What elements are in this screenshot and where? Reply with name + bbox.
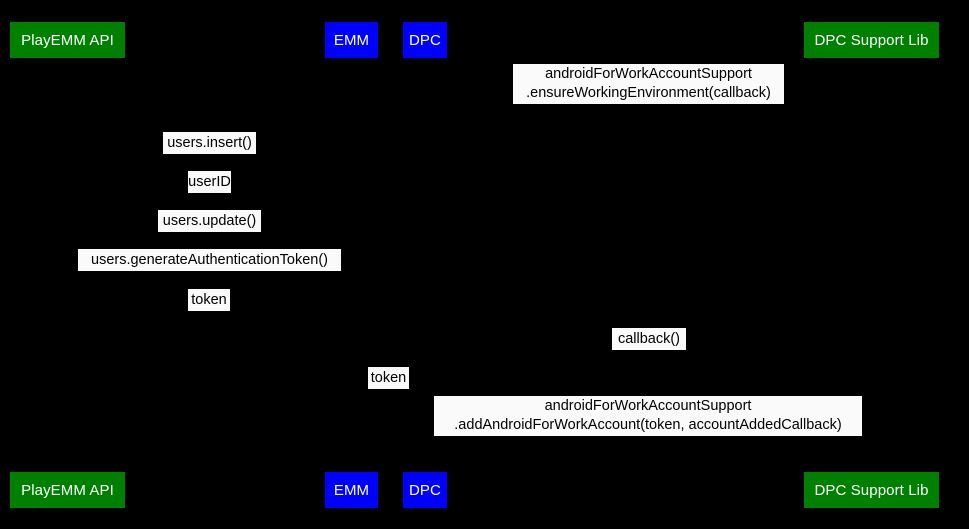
message-line-1: users.generateAuthenticationToken() — [91, 251, 328, 268]
message-callback: callback() — [612, 328, 686, 350]
participant-dpc-support-lib-bottom[interactable]: DPC Support Lib — [804, 472, 939, 508]
message-add-android-for-work-account: androidForWorkAccountSupport .addAndroid… — [434, 396, 862, 436]
participant-emm-bottom[interactable]: EMM — [325, 472, 378, 508]
participant-label: EMM — [333, 31, 370, 49]
message-line-1: users.insert() — [167, 134, 252, 151]
message-line-1: androidForWorkAccountSupport — [545, 66, 752, 82]
participant-label: EMM — [333, 481, 370, 499]
participant-playemm-api-bottom[interactable]: PlayEMM API — [10, 472, 125, 508]
message-line-1: callback() — [617, 330, 681, 347]
message-ensure-working-environment: androidForWorkAccountSupport .ensureWork… — [513, 64, 784, 104]
participant-label: DPC Support Lib — [814, 481, 929, 499]
participant-label: PlayEMM API — [21, 31, 114, 49]
message-line-1: token — [191, 291, 227, 308]
message-line-1: token — [370, 369, 407, 386]
message-token-to-dpc: token — [368, 367, 409, 389]
participant-playemm-api-top[interactable]: PlayEMM API — [10, 22, 125, 58]
participant-emm-top[interactable]: EMM — [325, 22, 378, 58]
message-line-1: users.update() — [162, 212, 257, 229]
message-users-update: users.update() — [158, 210, 261, 232]
message-line-1: androidForWorkAccountSupport — [544, 398, 752, 414]
message-line-2: .ensureWorkingEnvironment(callback) — [526, 85, 771, 101]
message-user-id: userID — [188, 171, 231, 193]
message-users-generate-authentication-token: users.generateAuthenticationToken() — [78, 249, 341, 271]
participant-label: PlayEMM API — [21, 481, 114, 499]
participant-dpc-bottom[interactable]: DPC — [403, 472, 447, 508]
message-token-to-emm: token — [188, 289, 230, 311]
message-line-2: .addAndroidForWorkAccount(token, account… — [454, 417, 842, 433]
participant-dpc-support-lib-top[interactable]: DPC Support Lib — [804, 22, 939, 58]
participant-label: DPC Support Lib — [814, 31, 929, 49]
message-users-insert: users.insert() — [163, 132, 256, 154]
participant-dpc-top[interactable]: DPC — [403, 22, 447, 58]
participant-label: DPC — [409, 31, 441, 49]
message-line-1: userID — [188, 173, 231, 190]
participant-label: DPC — [409, 481, 441, 499]
